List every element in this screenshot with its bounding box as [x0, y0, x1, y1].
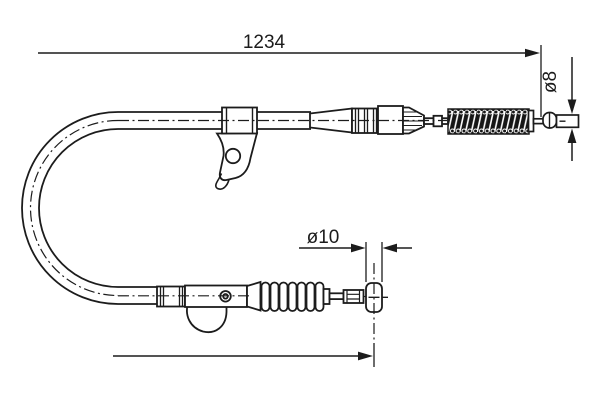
- boot-cone: [246, 280, 262, 312]
- mounting-bracket-assembly: [214, 106, 259, 190]
- bracket-hook: [214, 173, 230, 190]
- cable-outline: [21, 111, 311, 305]
- dimension-overall-length: 1234: [38, 32, 542, 117]
- cable-end-rod: [527, 109, 580, 133]
- dimension-bottom-reference: [113, 343, 375, 367]
- arrow-down-icon: [567, 99, 577, 114]
- arrow-left-icon: [382, 243, 397, 253]
- extension-line: [365, 242, 383, 282]
- arrow-right-icon: [525, 48, 540, 58]
- barrel-diameter-label: ø10: [307, 227, 340, 248]
- pigtail-lever: [186, 299, 228, 334]
- end-diameter-label: ø8: [540, 71, 561, 93]
- dimension-barrel-diameter: ø10: [299, 227, 412, 282]
- arrow-right-icon: [358, 351, 373, 361]
- end-rod-link: [532, 117, 545, 125]
- arrow-right-icon: [351, 243, 366, 253]
- overall-length-label: 1234: [243, 32, 286, 53]
- ribbed-clamp: [156, 285, 186, 308]
- lower-fitting-assembly: [156, 280, 388, 334]
- lower-rod: [328, 292, 345, 300]
- centerlines: [29, 119, 447, 341]
- bracket-hole: [224, 147, 242, 165]
- arrow-up-icon: [567, 128, 577, 143]
- end-pin: [555, 114, 580, 129]
- dimension-end-diameter: ø8: [540, 57, 577, 161]
- coil-spring: [447, 108, 530, 135]
